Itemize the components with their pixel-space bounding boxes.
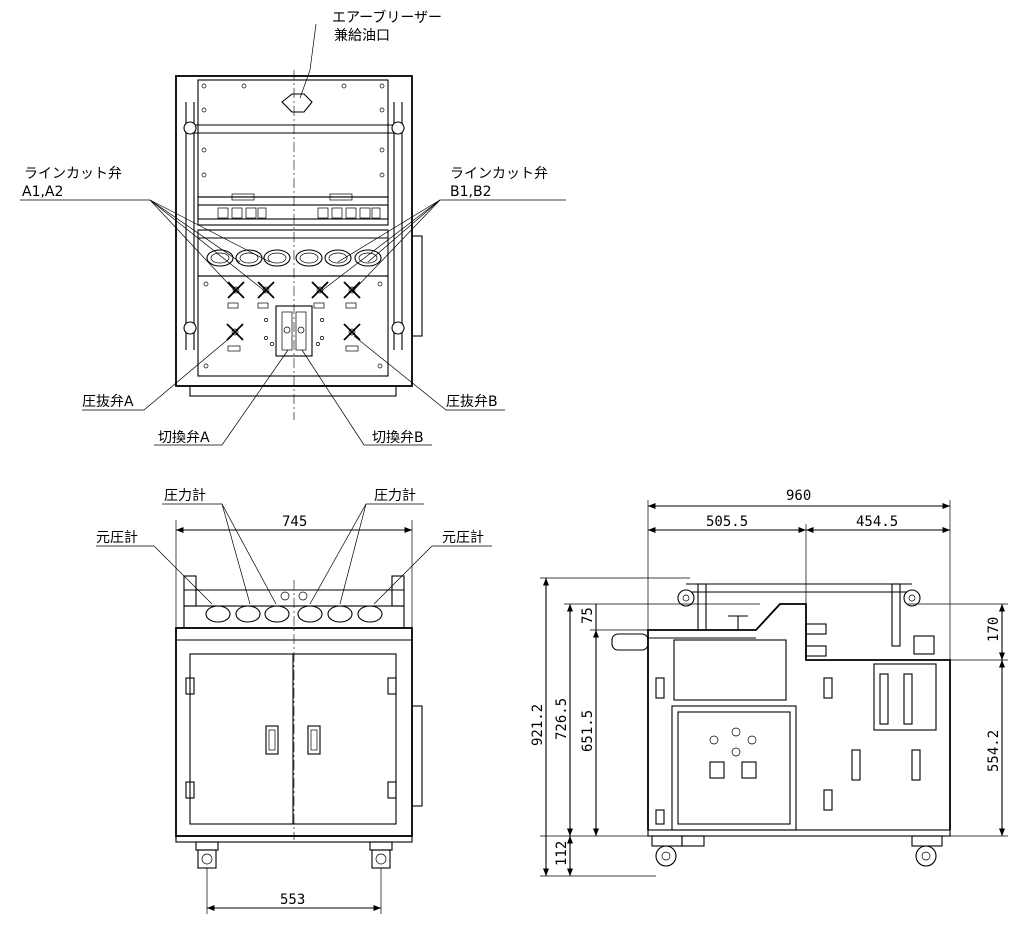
pressure-gauge-left-label: 圧力計 [164,488,206,504]
dim-505-5: 505.5 [706,514,748,530]
side-caster-right [911,835,943,867]
line-cut-valve-b-label-line2: B1,B2 [450,184,491,200]
air-breather-icon [281,93,313,113]
line-cut-valve-a-label-line2: A1,A2 [22,184,63,200]
dim-454-5: 454.5 [856,514,898,530]
line-cut-valves [227,281,361,309]
pressure-relief-valve-a-label: 圧抜弁A [82,394,134,410]
door-handle-right [307,725,321,755]
top-view: エアーブリーザー 兼給油口 ラインカット弁 A1,A2 ラインカット弁 B1,B… [20,9,566,446]
line-cut-valve-b-label-line1: ラインカット弁 [450,166,548,182]
source-gauge-right-label: 元圧計 [442,530,484,546]
source-gauge-left-label: 元圧計 [96,530,138,546]
pressure-gauge-right-label: 圧力計 [374,488,416,504]
line-cut-valve-a-label-line1: ラインカット弁 [24,166,122,182]
pressure-relief-valve-b-label: 圧抜弁B [446,394,498,410]
air-breather-label-line2: 兼給油口 [334,28,390,44]
dim-921-2: 921.2 [530,704,546,746]
side-view: 960 505.5 454.5 921.2 726.5 651.5 75 112… [530,488,1008,877]
dim-170: 170 [986,617,1002,642]
top-panel-screws [201,83,385,178]
dim-112: 112 [554,841,570,866]
door-handle-left [265,725,279,755]
dim-651-5: 651.5 [580,710,596,752]
front-gauges [205,591,383,623]
dim-726-5: 726.5 [554,698,570,740]
top-gauges [206,249,382,267]
control-panel [671,705,797,831]
caster-left [195,841,219,869]
switch-valve-b-label: 切換弁B [372,430,424,446]
switch-valve-holes [264,318,324,346]
dim-554-2: 554.2 [986,730,1002,772]
side-caster-left [651,835,705,867]
dim-553: 553 [280,892,305,908]
caster-right [369,841,393,869]
air-breather-label-line1: エアーブリーザー [332,9,442,26]
relief-valves [226,323,361,352]
dim-960: 960 [786,488,811,504]
front-view: 745 553 圧力計 圧力計 元圧計 元圧計 [96,488,492,914]
switch-valve-a-label: 切換弁A [158,430,210,446]
dim-745: 745 [282,514,307,530]
manifold-blocks [217,193,381,219]
dim-75: 75 [580,607,596,624]
